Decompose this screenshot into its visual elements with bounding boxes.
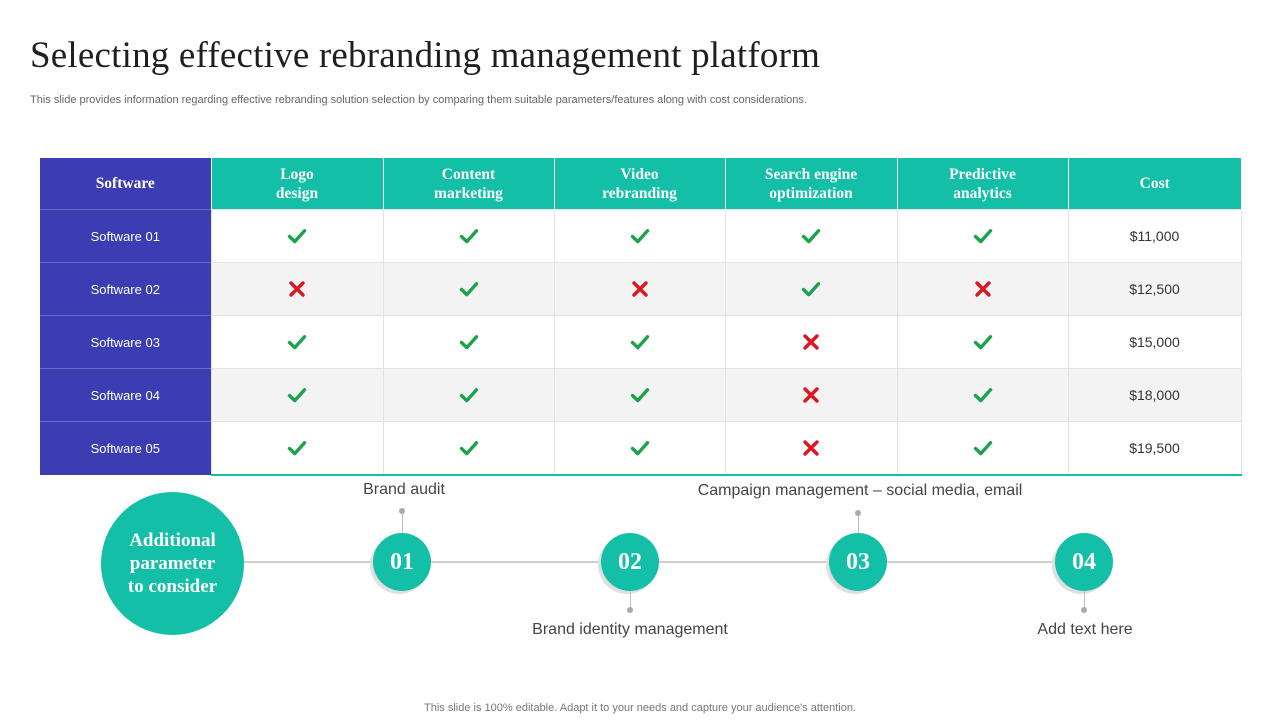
check-icon bbox=[287, 226, 307, 246]
feature-cell bbox=[210, 368, 384, 422]
feature-cell bbox=[553, 209, 726, 263]
connector-dot bbox=[399, 508, 405, 514]
feature-cell bbox=[382, 368, 555, 422]
feature-cell bbox=[896, 421, 1069, 476]
parameter-title-line: parameter bbox=[129, 553, 216, 574]
step-02-circle: 02 bbox=[601, 533, 659, 591]
cross-icon bbox=[801, 332, 821, 352]
step-connector bbox=[630, 591, 631, 609]
header-cost: Cost bbox=[1068, 158, 1241, 210]
cross-icon bbox=[801, 438, 821, 458]
cost-cell: $19,500 bbox=[1067, 421, 1242, 476]
step-01-label: Brand audit bbox=[363, 481, 445, 498]
page-title: Selecting effective rebranding managemen… bbox=[30, 35, 821, 76]
table-row: Software 03 $15,000 bbox=[40, 315, 1242, 369]
feature-cell bbox=[896, 368, 1069, 422]
feature-cell bbox=[210, 262, 384, 316]
connector-dot bbox=[1081, 607, 1087, 613]
feature-cell bbox=[896, 315, 1069, 369]
check-icon bbox=[973, 226, 993, 246]
feature-cell bbox=[896, 262, 1069, 316]
software-name-cell: Software 05 bbox=[40, 421, 211, 475]
feature-cell bbox=[724, 209, 898, 263]
feature-cell bbox=[553, 421, 726, 476]
feature-cell bbox=[553, 368, 726, 422]
check-icon bbox=[287, 385, 307, 405]
feature-cell bbox=[210, 209, 384, 263]
check-icon bbox=[459, 332, 479, 352]
feature-cell bbox=[724, 315, 898, 369]
check-icon bbox=[287, 332, 307, 352]
parameter-title-line: Additional bbox=[129, 530, 216, 551]
feature-cell bbox=[382, 262, 555, 316]
cost-cell: $11,000 bbox=[1067, 209, 1242, 263]
feature-cell bbox=[210, 315, 384, 369]
feature-cell bbox=[382, 315, 555, 369]
step-connector bbox=[402, 512, 403, 534]
check-icon bbox=[973, 385, 993, 405]
cross-icon bbox=[287, 279, 307, 299]
software-name-cell: Software 01 bbox=[40, 209, 211, 263]
check-icon bbox=[459, 438, 479, 458]
check-icon bbox=[801, 279, 821, 299]
connector-dot bbox=[627, 607, 633, 613]
check-icon bbox=[973, 438, 993, 458]
check-icon bbox=[973, 332, 993, 352]
step-04-label: Add text here bbox=[1037, 621, 1133, 638]
additional-parameter-circle: Additional parameter to consider bbox=[101, 492, 244, 635]
check-icon bbox=[630, 385, 650, 405]
timeline-line bbox=[244, 561, 1086, 563]
table-row: Software 05 $19,500 bbox=[40, 421, 1242, 476]
feature-cell bbox=[210, 421, 384, 476]
feature-cell bbox=[382, 209, 555, 263]
step-03-label: Campaign management – social media, emai… bbox=[697, 482, 1023, 499]
cost-cell: $15,000 bbox=[1067, 315, 1242, 369]
check-icon bbox=[630, 438, 650, 458]
parameter-title-line: to consider bbox=[127, 576, 218, 597]
step-02-label: Brand identity management bbox=[532, 621, 728, 638]
cross-icon bbox=[801, 385, 821, 405]
feature-cell bbox=[724, 262, 898, 316]
table-row: Software 04 $18,000 bbox=[40, 368, 1242, 422]
table-row: Software 02 $12,500 bbox=[40, 262, 1242, 316]
step-connector bbox=[858, 514, 859, 534]
check-icon bbox=[630, 226, 650, 246]
software-name-cell: Software 04 bbox=[40, 368, 211, 422]
feature-cell bbox=[896, 209, 1069, 263]
check-icon bbox=[630, 332, 650, 352]
table-row: Software 01 $11,000 bbox=[40, 209, 1242, 263]
check-icon bbox=[801, 226, 821, 246]
feature-cell bbox=[382, 421, 555, 476]
feature-cell bbox=[553, 315, 726, 369]
feature-cell bbox=[724, 421, 898, 476]
software-name-cell: Software 02 bbox=[40, 262, 211, 316]
step-connector bbox=[1084, 591, 1085, 609]
step-03-circle: 03 bbox=[829, 533, 887, 591]
check-icon bbox=[459, 385, 479, 405]
cost-cell: $18,000 bbox=[1067, 368, 1242, 422]
feature-cell bbox=[724, 368, 898, 422]
check-icon bbox=[459, 279, 479, 299]
step-01-circle: 01 bbox=[373, 533, 431, 591]
footer-note: This slide is 100% editable. Adapt it to… bbox=[424, 702, 856, 714]
check-icon bbox=[287, 438, 307, 458]
step-04-circle: 04 bbox=[1055, 533, 1113, 591]
feature-cell bbox=[553, 262, 726, 316]
connector-dot bbox=[855, 510, 861, 516]
cross-icon bbox=[630, 279, 650, 299]
software-name-cell: Software 03 bbox=[40, 315, 211, 369]
cost-cell: $12,500 bbox=[1067, 262, 1242, 316]
check-icon bbox=[459, 226, 479, 246]
header-software: Software bbox=[40, 158, 212, 210]
cross-icon bbox=[973, 279, 993, 299]
page-subtitle: This slide provides information regardin… bbox=[30, 94, 807, 106]
